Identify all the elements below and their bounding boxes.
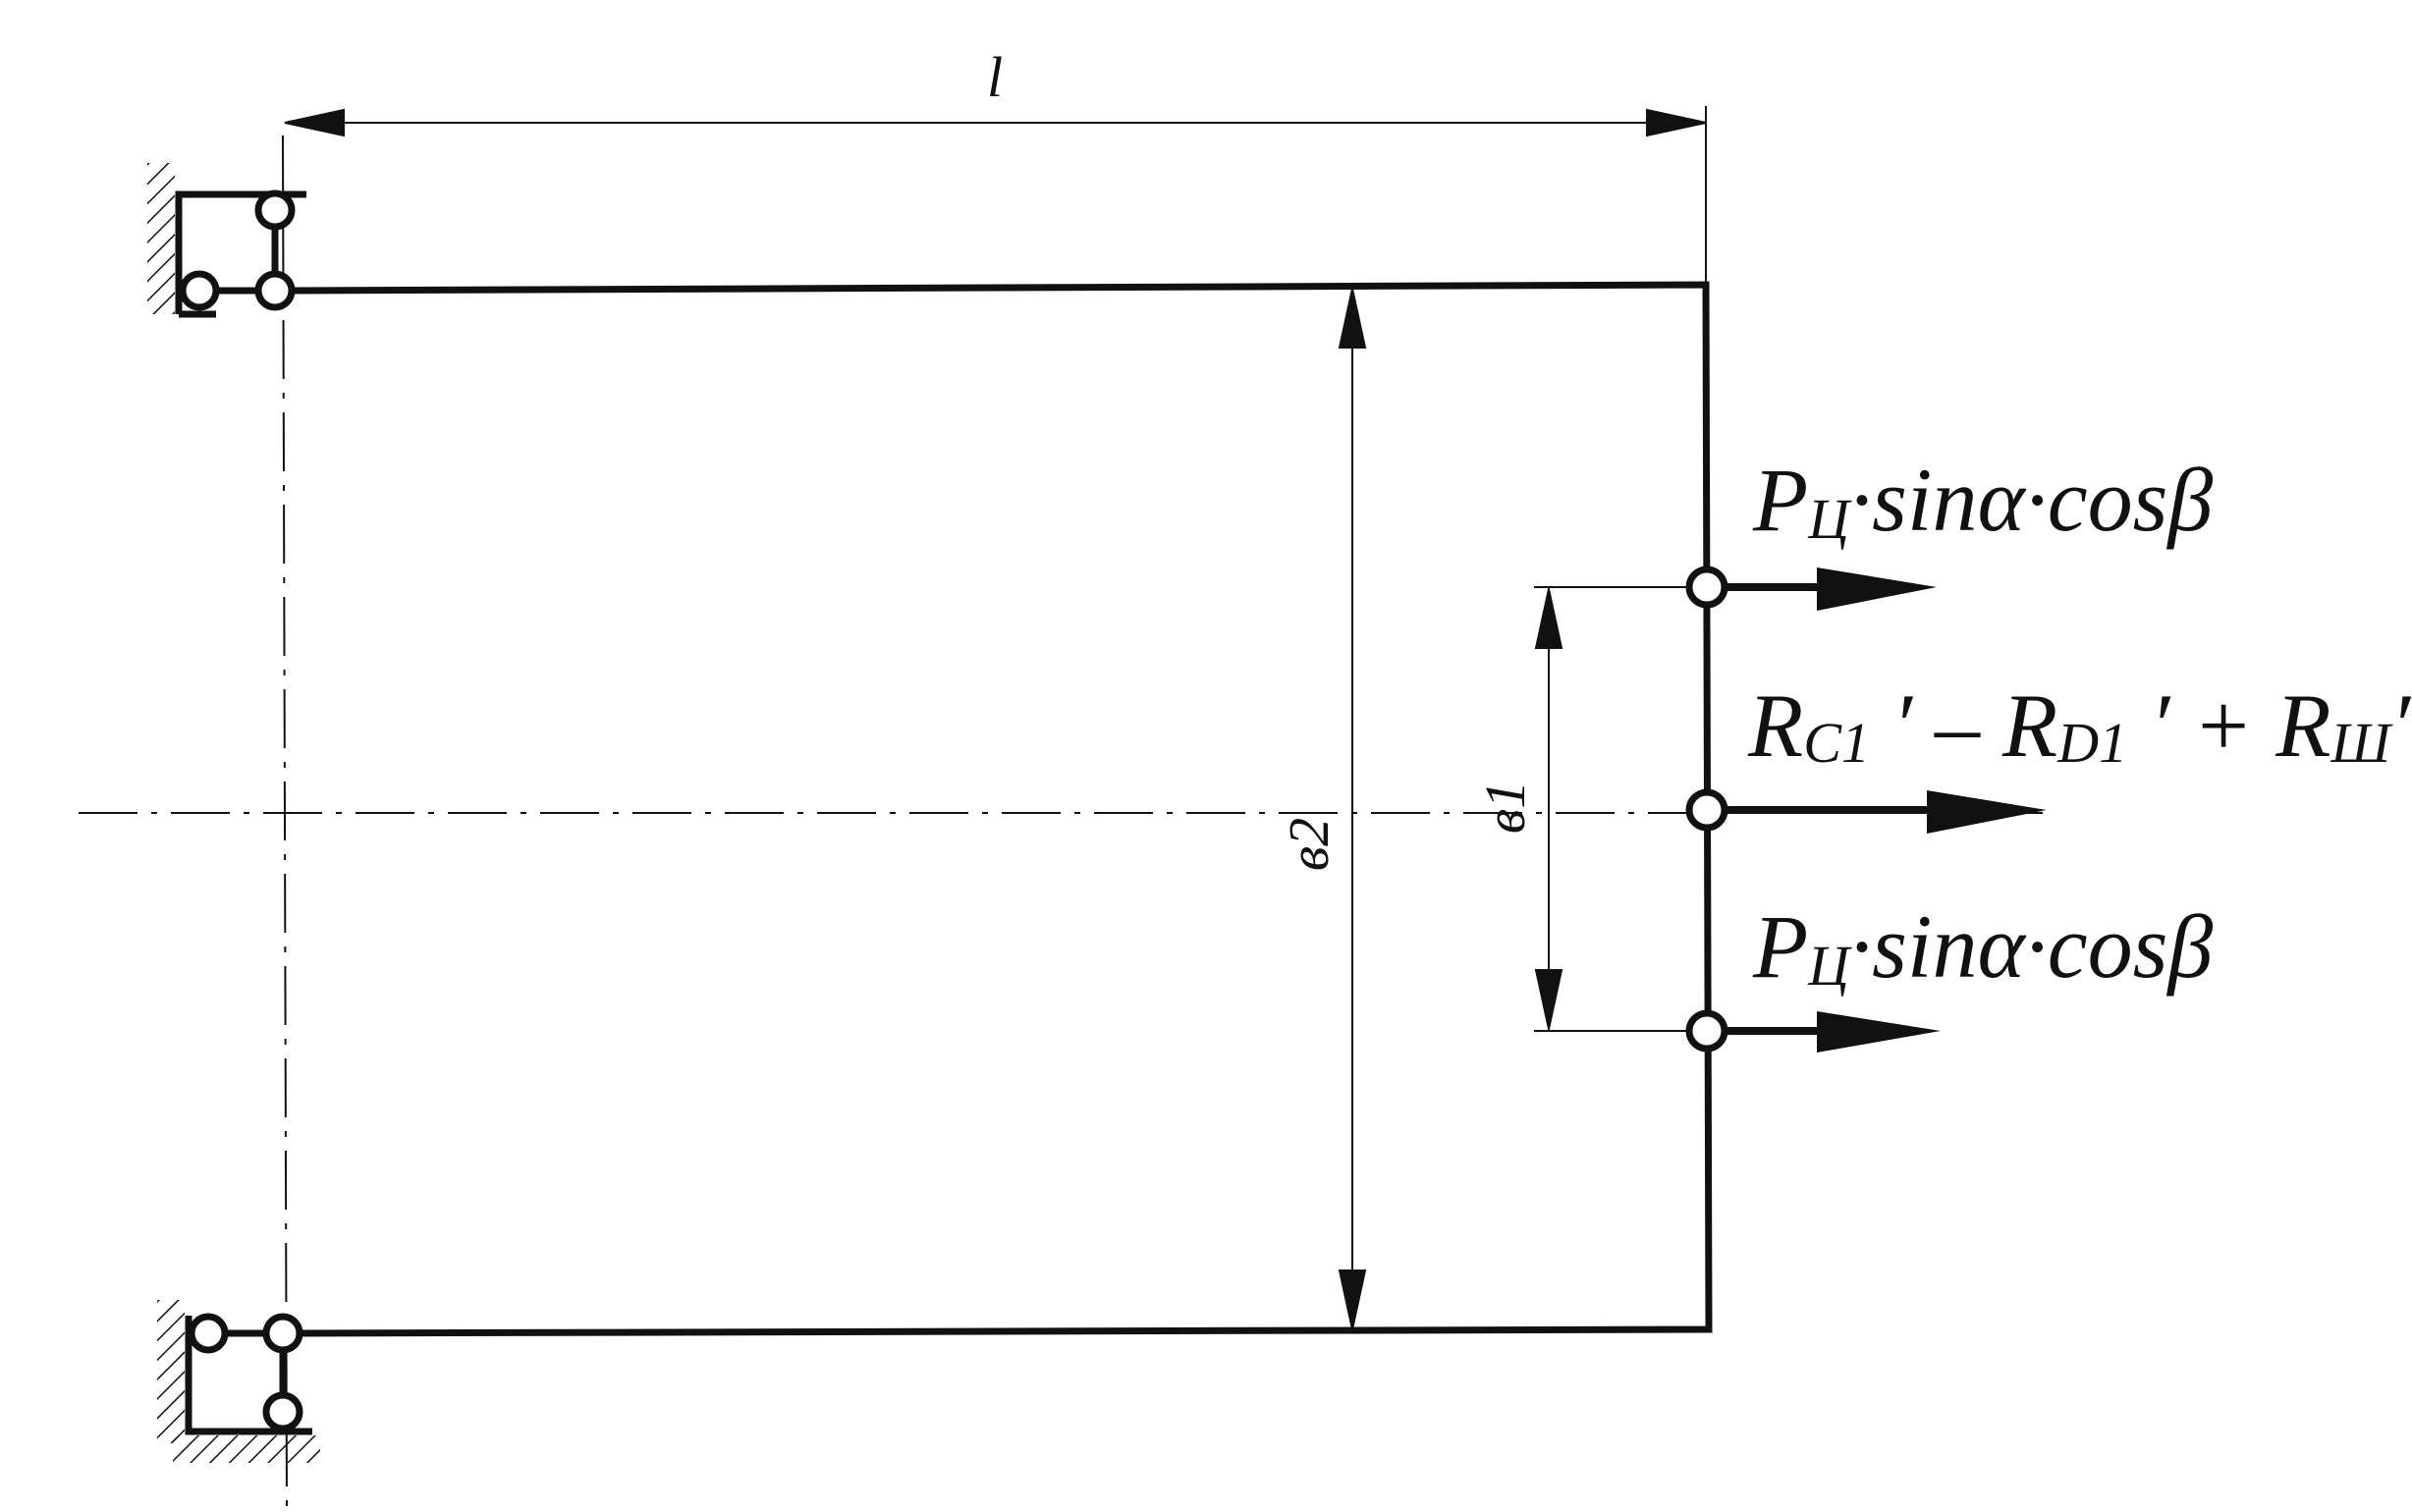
top-support	[147, 163, 306, 318]
force-arrow-bottom-head	[1817, 1011, 1941, 1053]
bottom-support	[157, 1300, 320, 1463]
force-arrow-top-head	[1817, 567, 1937, 611]
inner-width-dimension	[1534, 586, 1691, 1032]
force-label-bottom-main: P	[1752, 896, 1808, 997]
top-support-hinge-left	[179, 270, 220, 311]
bottom-support-hinge-lower	[262, 1391, 303, 1432]
bottom-support-hinge-left	[188, 1313, 229, 1354]
force-label-top-sub: Ц	[1807, 487, 1852, 551]
top-support-hinge-upper	[254, 189, 296, 231]
force-arrow-middle	[1685, 788, 2047, 834]
inner-width-arrow-bottom	[1534, 969, 1563, 1030]
force-label-middle-r3-sub: Ш	[2330, 711, 2394, 775]
force-label-middle-r2: R	[2001, 675, 2057, 776]
force-node-top	[1685, 566, 1728, 609]
force-label-middle-op2: ′ +	[2127, 675, 2275, 776]
inner-width-arrow-top	[1534, 588, 1563, 649]
bottom-support-bracket	[185, 1316, 312, 1435]
length-label: l	[987, 45, 1003, 109]
length-dimension	[284, 106, 1707, 285]
force-arrow-top	[1685, 566, 1937, 611]
bottom-support-hinge-main	[262, 1313, 303, 1354]
bottom-support-hatching-side	[157, 1300, 185, 1443]
inner-width-label: в1	[1473, 781, 1537, 834]
top-support-hinge-main	[254, 270, 296, 311]
force-label-middle: RC1 ′ – RD1 ′ + RШ′	[1747, 675, 2412, 776]
force-label-middle-tail: ′	[2390, 675, 2412, 776]
force-label-bottom-sub: Ц	[1807, 934, 1852, 998]
outer-width-label: в2	[1277, 818, 1341, 871]
outer-width-arrow-top	[1338, 288, 1367, 349]
force-label-middle-r2-sub: D1	[2056, 711, 2127, 775]
length-arrow-left	[284, 108, 345, 137]
force-label-top: PЦ·sinα·cosβ	[1752, 450, 2213, 551]
force-label-top-expr: ·sinα·cosβ	[1849, 450, 2213, 550]
force-label-middle-r1-sub: C1	[1803, 711, 1870, 775]
force-label-bottom: PЦ·sinα·cosβ	[1752, 896, 2213, 998]
outer-width-arrow-bottom	[1338, 1269, 1367, 1330]
force-node-middle	[1685, 788, 1728, 832]
force-label-middle-r1: R	[1747, 675, 1803, 776]
force-arrow-middle-head	[1927, 790, 2047, 834]
bottom-support-hatching-base	[173, 1435, 320, 1463]
length-arrow-right	[1646, 108, 1707, 137]
outer-width-dimension	[1338, 287, 1367, 1331]
force-label-middle-r3: R	[2275, 675, 2330, 776]
force-node-bottom	[1685, 1009, 1728, 1053]
force-label-middle-op1: ′ –	[1870, 675, 2002, 776]
top-support-hatching	[147, 163, 175, 314]
force-label-top-main: P	[1752, 450, 1808, 550]
vertical-centerline	[282, 135, 288, 1508]
force-arrow-bottom	[1685, 1009, 1941, 1053]
force-label-bottom-expr: ·sinα·cosβ	[1849, 896, 2213, 997]
